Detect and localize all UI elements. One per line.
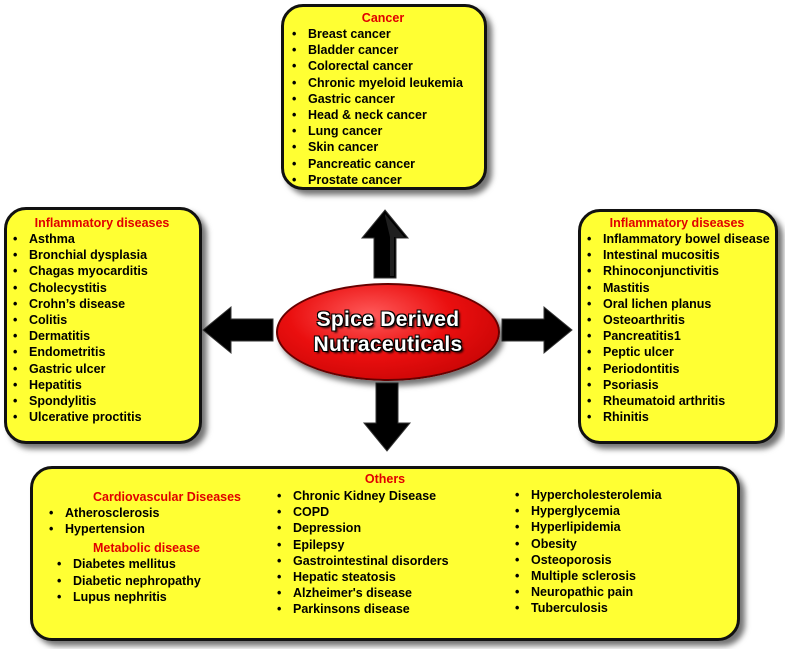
center-title-line2: Nutraceuticals [313, 333, 463, 356]
list-item: Rheumatoid arthritis [583, 393, 771, 409]
list-item: Depression [273, 520, 503, 536]
list-item: Gastric ulcer [9, 361, 195, 377]
cancer-box: Cancer Breast cancerBladder cancerColore… [281, 4, 487, 190]
list-item: Diabetic nephropathy [53, 573, 275, 589]
list-item: Parkinsons disease [273, 601, 503, 617]
list-item: Bronchial dysplasia [9, 247, 195, 263]
list-item: Alzheimer's disease [273, 585, 503, 601]
inflammatory-left-list: AsthmaBronchial dysplasiaChagas myocardi… [9, 231, 195, 426]
others-box: Others Cardiovascular Diseases Atheroscl… [30, 466, 740, 641]
list-item: Hyperglycemia [511, 503, 731, 519]
list-item: Endometritis [9, 344, 195, 360]
cancer-title: Cancer [361, 11, 405, 25]
list-item: Chronic myeloid leukemia [288, 75, 478, 91]
list-item: Skin cancer [288, 139, 478, 155]
others-col2-list: Chronic Kidney DiseaseCOPDDepressionEpil… [273, 488, 503, 618]
metabolic-title: Metabolic disease [93, 541, 200, 556]
arrow-down-icon [362, 382, 412, 452]
cardiovascular-list: AtherosclerosisHypertension [45, 505, 275, 538]
list-item: Gastrointestinal disorders [273, 553, 503, 569]
inflammatory-left-title: Inflammatory diseases [34, 216, 170, 230]
list-item: Hepatitis [9, 377, 195, 393]
list-item: Hyperlipidemia [511, 519, 731, 535]
list-item: Cholecystitis [9, 280, 195, 296]
others-col2: Chronic Kidney DiseaseCOPDDepressionEpil… [273, 488, 503, 618]
list-item: Oral lichen planus [583, 296, 771, 312]
list-item: Peptic ulcer [583, 344, 771, 360]
list-item: Asthma [9, 231, 195, 247]
list-item: Lung cancer [288, 123, 478, 139]
inflammatory-right-box: Inflammatory diseases Inflammatory bowel… [578, 209, 778, 444]
list-item: Rhinoconjunctivitis [583, 263, 771, 279]
list-item: Prostate cancer [288, 172, 478, 188]
list-item: Spondylitis [9, 393, 195, 409]
cardiovascular-title: Cardiovascular Diseases [93, 490, 242, 504]
list-item: Lupus nephritis [53, 589, 275, 605]
others-col3: HypercholesterolemiaHyperglycemiaHyperli… [511, 487, 731, 617]
metabolic-list: Diabetes mellitusDiabetic nephropathyLup… [45, 556, 275, 605]
list-item: Head & neck cancer [288, 107, 478, 123]
others-title: Others [364, 472, 406, 486]
arrow-right-icon [501, 305, 573, 355]
list-item: Osteoarthritis [583, 312, 771, 328]
inflammatory-right-title: Inflammatory diseases [609, 216, 745, 230]
list-item: Rhinitis [583, 409, 771, 425]
inflammatory-left-box: Inflammatory diseases AsthmaBronchial dy… [4, 207, 202, 444]
list-item: Multiple sclerosis [511, 568, 731, 584]
list-item: Dermatitis [9, 328, 195, 344]
list-item: Hypercholesterolemia [511, 487, 731, 503]
arrow-left-icon [202, 305, 274, 355]
list-item: Tuberculosis [511, 600, 731, 616]
list-item: Epilepsy [273, 537, 503, 553]
list-item: Inflammatory bowel disease [583, 231, 771, 247]
list-item: Atherosclerosis [45, 505, 275, 521]
center-title-line1: Spice Derived [316, 308, 460, 331]
list-item: Intestinal mucositis [583, 247, 771, 263]
list-item: Ulcerative proctitis [9, 409, 195, 425]
cancer-list: Breast cancerBladder cancerColorectal ca… [288, 26, 478, 188]
list-item: Hepatic steatosis [273, 569, 503, 585]
arrow-up-icon [360, 209, 410, 279]
list-item: Crohn’s disease [9, 296, 195, 312]
list-item: Bladder cancer [288, 42, 478, 58]
list-item: Pancreatic cancer [288, 156, 478, 172]
list-item: Psoriasis [583, 377, 771, 393]
inflammatory-right-list: Inflammatory bowel diseaseIntestinal muc… [583, 231, 771, 426]
others-col3-list: HypercholesterolemiaHyperglycemiaHyperli… [511, 487, 731, 617]
center-oval: Spice Derived Nutraceuticals [276, 283, 500, 381]
others-col1: Cardiovascular Diseases AtherosclerosisH… [45, 489, 275, 605]
list-item: COPD [273, 504, 503, 520]
list-item: Mastitis [583, 280, 771, 296]
list-item: Chagas myocarditis [9, 263, 195, 279]
list-item: Neuropathic pain [511, 584, 731, 600]
list-item: Hypertension [45, 521, 275, 537]
list-item: Colorectal cancer [288, 58, 478, 74]
list-item: Diabetes mellitus [53, 556, 275, 572]
list-item: Obesity [511, 536, 731, 552]
list-item: Gastric cancer [288, 91, 478, 107]
list-item: Periodontitis [583, 361, 771, 377]
list-item: Colitis [9, 312, 195, 328]
list-item: Osteoporosis [511, 552, 731, 568]
list-item: Pancreatitis1 [583, 328, 771, 344]
list-item: Breast cancer [288, 26, 478, 42]
list-item: Chronic Kidney Disease [273, 488, 503, 504]
